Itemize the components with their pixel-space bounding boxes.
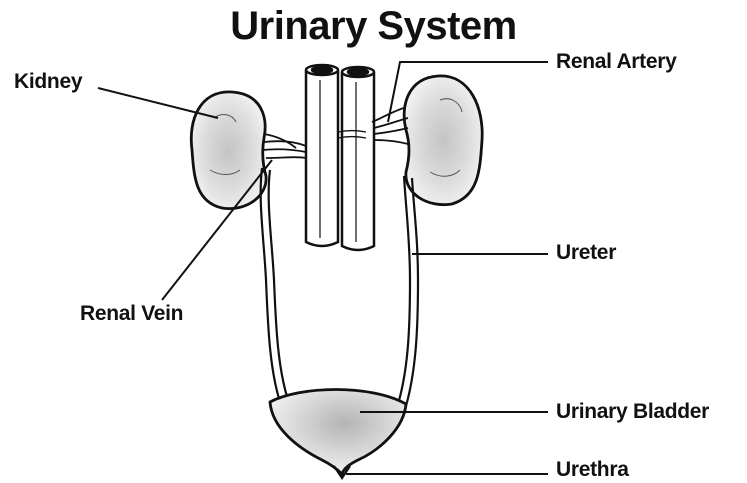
left-kidney bbox=[191, 92, 266, 209]
right-kidney bbox=[404, 76, 482, 205]
urinary-bladder bbox=[270, 390, 406, 475]
label-urinary-bladder: Urinary Bladder bbox=[556, 400, 709, 424]
label-ureter: Ureter bbox=[556, 241, 616, 265]
ureters bbox=[261, 168, 418, 406]
label-renal-vein: Renal Vein bbox=[80, 302, 183, 326]
label-renal-artery: Renal Artery bbox=[556, 50, 677, 74]
kidney-leader bbox=[98, 88, 218, 118]
great-vessels bbox=[306, 65, 374, 250]
label-kidney: Kidney bbox=[14, 70, 82, 94]
label-urethra: Urethra bbox=[556, 458, 629, 482]
